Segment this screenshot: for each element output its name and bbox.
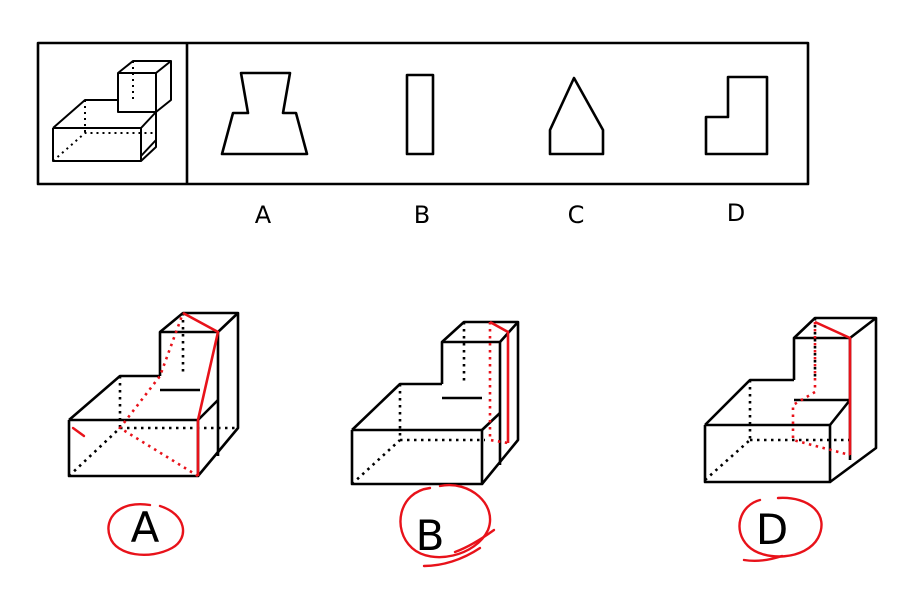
option-label-b: B [414,201,430,229]
option-d-shape [704,75,769,156]
panel-frame [36,41,810,186]
answer-label-d: D [756,505,788,554]
reference-solid [52,60,172,162]
option-label-d: D [727,199,745,227]
option-label-c: C [568,201,585,229]
option-a-shape [220,71,309,156]
answer-circle-a [107,502,185,556]
answer-circle-b [399,483,496,568]
question-panel [36,41,810,186]
solution-solid-a [67,311,240,478]
option-label-a: A [255,201,272,229]
solution-solid-b [350,320,520,486]
answer-circle-d [738,496,823,562]
answer-label-a: A [131,503,160,552]
answer-label-b: B [416,511,445,560]
solution-solid-d [703,316,878,484]
option-c-shape [548,76,605,156]
option-b-shape [405,73,435,156]
